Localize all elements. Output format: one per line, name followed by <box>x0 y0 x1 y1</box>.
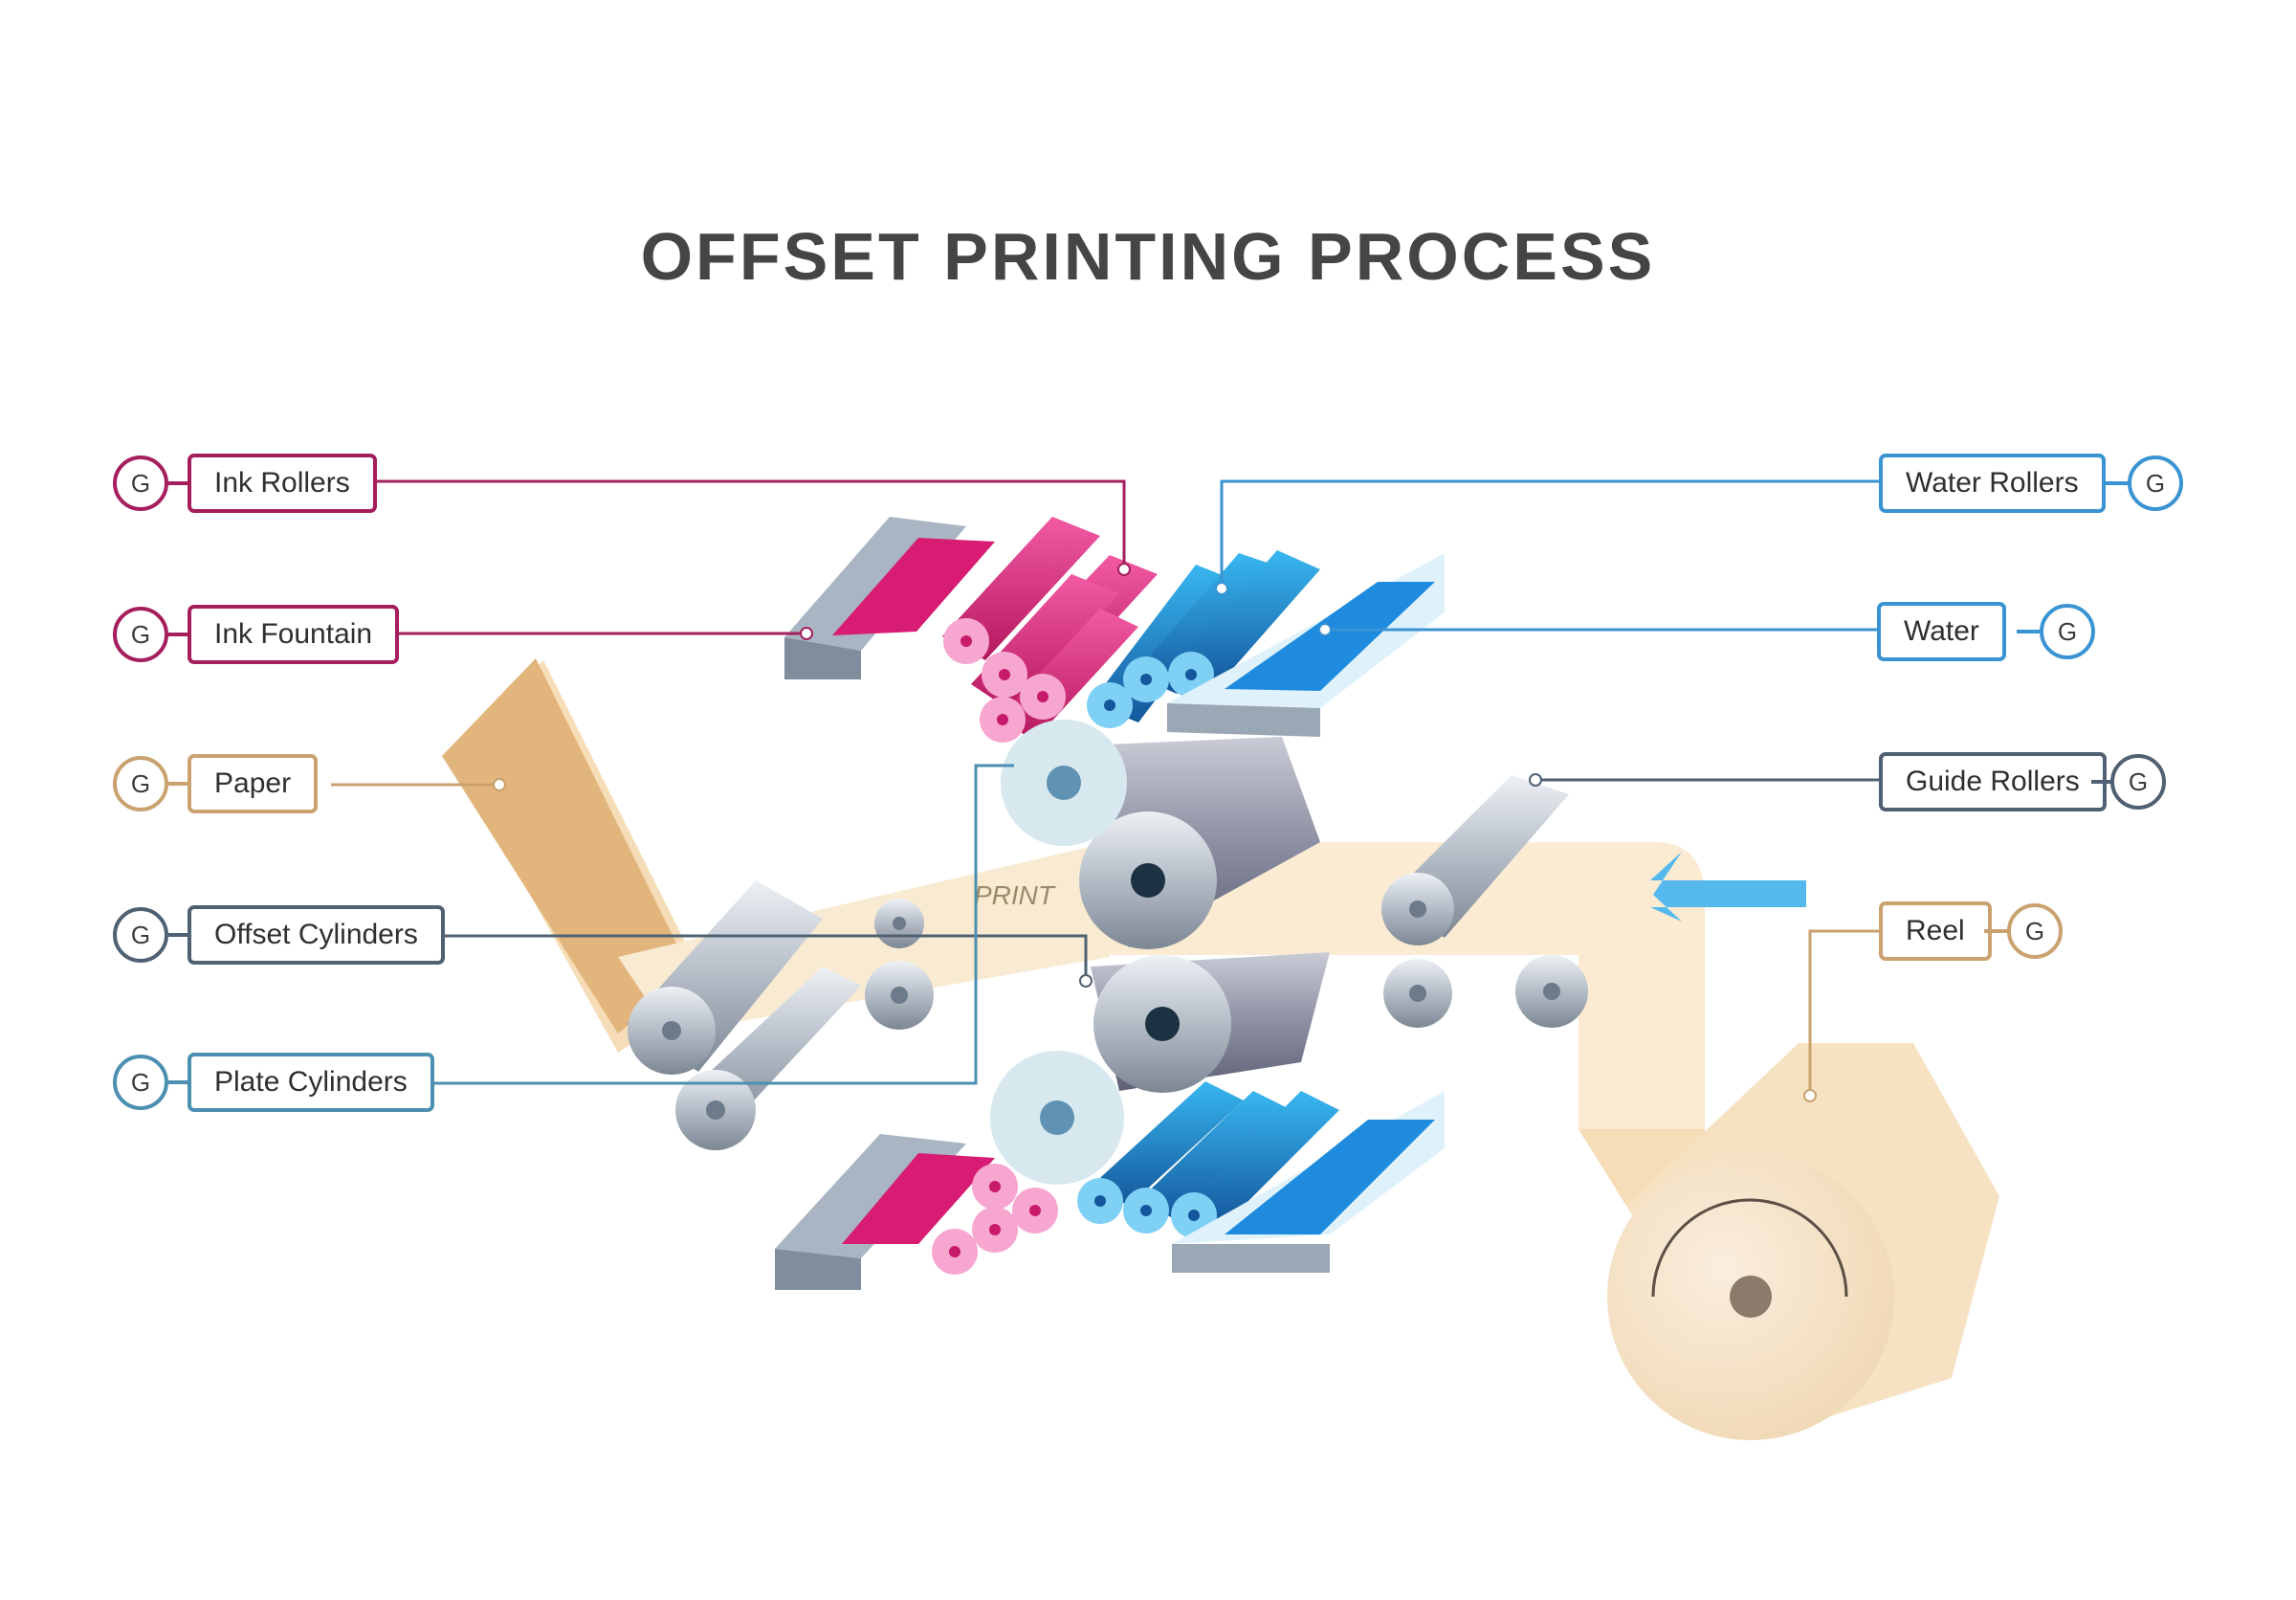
paper-label[interactable]: Paper <box>188 754 319 813</box>
leader-lines <box>331 479 1883 1096</box>
upper-ink-fountain <box>784 517 995 679</box>
water-label[interactable]: Water <box>1877 602 2006 661</box>
water-badge[interactable]: G <box>2040 604 2095 659</box>
reel-badge[interactable]: G <box>2007 903 2063 959</box>
water-rollers-label[interactable]: Water Rollers <box>1879 454 2106 513</box>
offset-cylinders-label[interactable]: Offset Cylinders <box>188 905 445 965</box>
direction-arrow <box>1650 852 1806 922</box>
paper-web: PRINT <box>442 658 1712 1206</box>
lower-water-rollers <box>1077 1081 1339 1238</box>
page-title: OFFSET PRINTING PROCESS <box>640 219 1656 294</box>
guide-rollers-badge[interactable]: G <box>2110 754 2166 810</box>
upper-cylinders <box>1001 720 1320 949</box>
paper-badge[interactable]: G <box>113 756 168 811</box>
ink-fountain-badge[interactable]: G <box>113 607 168 662</box>
lower-cylinders <box>990 952 1330 1185</box>
upper-water-tray <box>1167 553 1445 737</box>
guide-rollers-label[interactable]: Guide Rollers <box>1879 752 2107 811</box>
lower-ink-rollers <box>932 1164 1058 1275</box>
guide-rollers <box>627 775 1588 1150</box>
ink-fountain-label[interactable]: Ink Fountain <box>188 605 400 664</box>
lower-water-tray <box>1172 1091 1445 1273</box>
plate-cylinders-badge[interactable]: G <box>113 1055 168 1110</box>
lower-ink-fountain <box>775 1134 995 1290</box>
plate-cylinders-label[interactable]: Plate Cylinders <box>188 1053 434 1112</box>
leader-dots <box>493 563 1817 1102</box>
paper-reel <box>1607 1043 1999 1440</box>
print-mark: PRINT <box>974 880 1056 910</box>
water-rollers-badge[interactable]: G <box>2128 456 2183 511</box>
reel-label[interactable]: Reel <box>1879 901 1992 961</box>
ink-rollers-badge[interactable]: G <box>113 456 168 511</box>
offset-cylinders-badge[interactable]: G <box>113 907 168 963</box>
upper-ink-rollers <box>942 517 1158 743</box>
ink-rollers-label[interactable]: Ink Rollers <box>188 454 377 513</box>
